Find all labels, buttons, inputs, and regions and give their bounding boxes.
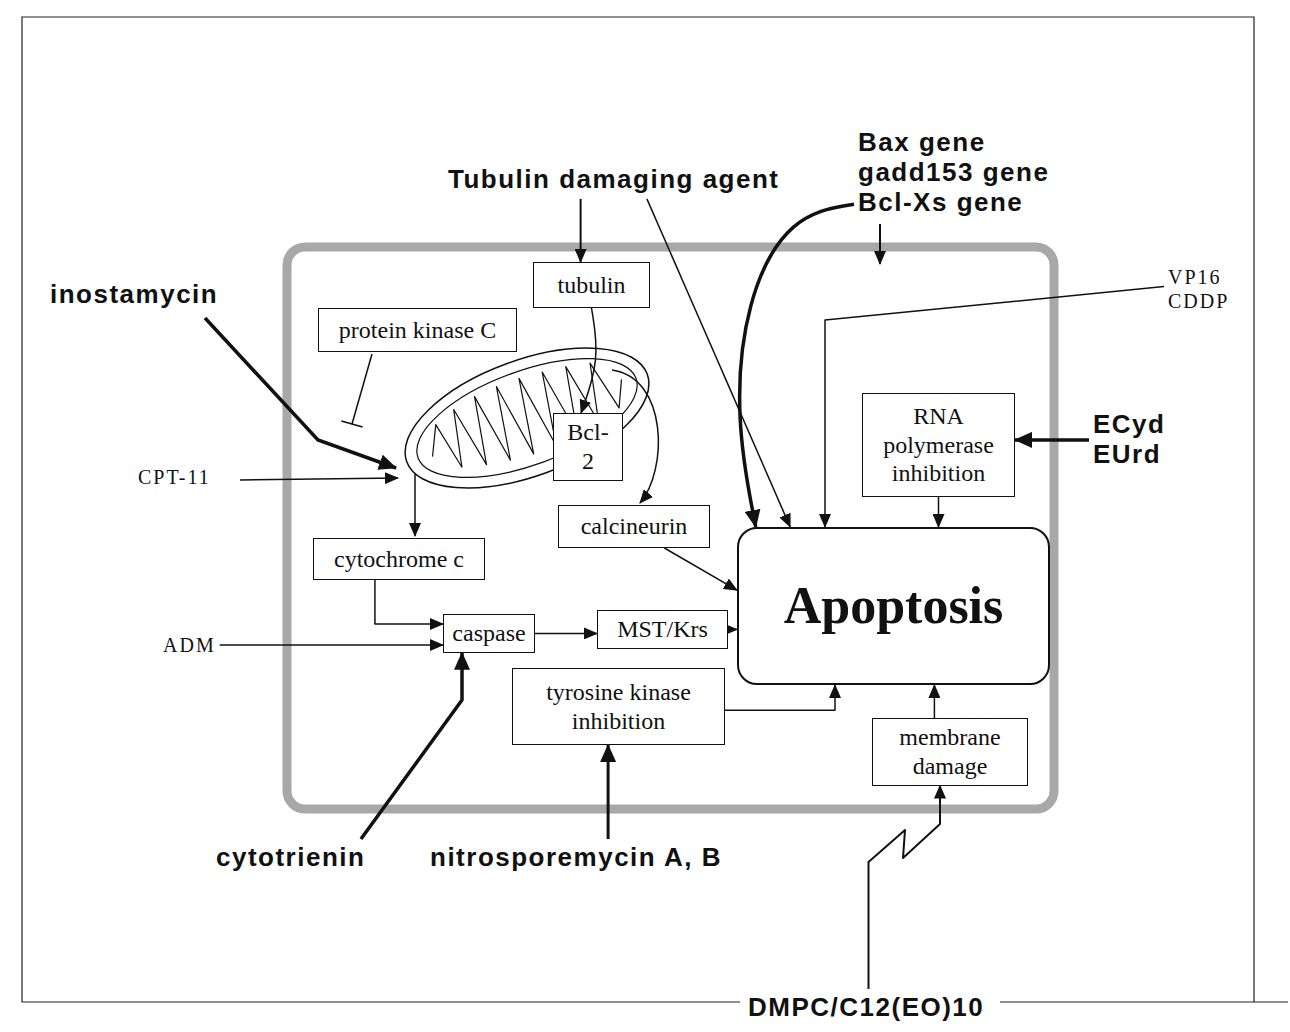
outcome-box: Apoptosis	[737, 527, 1050, 685]
arrow-connector	[664, 548, 737, 590]
node-text: calcineurin	[581, 512, 688, 541]
node-text: RNA polymerase inhibition	[871, 402, 1006, 488]
mitochondrion-outer	[387, 320, 667, 517]
node-text: MST/Krs	[617, 615, 708, 644]
agent-label: DMPC/C12(EO)10	[748, 993, 984, 1023]
mitochondrion	[387, 320, 667, 517]
process-box: cytochrome c	[313, 538, 485, 580]
node-text: Bax gene gadd153 gene Bcl-Xs gene	[858, 128, 1068, 218]
agent-label: ADM	[163, 633, 216, 657]
agent-label: Bax gene gadd153 gene Bcl-Xs gene	[858, 128, 1068, 218]
agent-label: inostamycin	[50, 280, 218, 310]
node-text: membrane damage	[881, 723, 1019, 781]
process-box: MST/Krs	[597, 610, 728, 649]
node-text: protein kinase C	[339, 316, 496, 345]
agent-label: Tubulin damaging agent	[448, 165, 780, 195]
process-box: protein kinase C	[318, 308, 517, 352]
node-text: inostamycin	[50, 280, 218, 310]
arrow-connector	[869, 786, 940, 989]
arrow-connector	[535, 633, 597, 635]
node-text: Bcl-2	[562, 418, 614, 476]
node-text: nitrosporemycin A, B	[430, 843, 722, 873]
process-box: membrane damage	[872, 718, 1028, 786]
arrow-connector	[825, 287, 1164, 527]
node-text: Apoptosis	[784, 577, 1004, 634]
arrow-connector	[938, 497, 940, 527]
node-text: DMPC/C12(EO)10	[748, 993, 984, 1023]
node-text: caspase	[452, 619, 525, 648]
arrow-connector	[581, 308, 596, 413]
agent-label: cytotrienin	[216, 843, 365, 873]
agent-label: ECyd EUrd	[1093, 410, 1178, 470]
figure-frame	[1000, 1001, 1288, 1002]
leader-arrow	[240, 478, 398, 480]
process-box: Bcl-2	[553, 413, 623, 481]
agent-label: CPT-11	[138, 465, 211, 489]
node-text: tubulin	[557, 271, 625, 300]
inhibition-bar	[341, 421, 362, 427]
node-text: CPT-11	[138, 465, 211, 489]
node-text: ADM	[163, 633, 216, 657]
leader-arrow	[414, 474, 416, 536]
process-box: caspase	[443, 614, 535, 653]
arrow-connector	[647, 199, 790, 527]
arrow-connector	[607, 745, 610, 839]
leader-arrow	[205, 318, 396, 468]
arrow-connector	[580, 199, 582, 262]
arrow-connector	[728, 629, 737, 631]
node-text: ECyd EUrd	[1093, 410, 1178, 470]
node-text: cytotrienin	[216, 843, 365, 873]
process-box: RNA polymerase inhibition	[862, 393, 1015, 497]
arrow-connector	[375, 580, 443, 624]
mitochondrion-inner	[402, 334, 652, 502]
agent-label: nitrosporemycin A, B	[430, 843, 722, 873]
process-box: calcineurin	[558, 505, 710, 548]
arrow-connector	[740, 204, 854, 527]
leader-arrow	[612, 370, 658, 503]
figure-frame	[22, 17, 1254, 1002]
arrow-connector	[1015, 438, 1089, 442]
process-box: tubulin	[533, 262, 650, 308]
node-text: Tubulin damaging agent	[448, 165, 780, 195]
agent-label: VP16 CDDP	[1168, 265, 1243, 313]
arrow-connector	[220, 644, 443, 646]
arrow-connector	[725, 685, 835, 710]
node-text: VP16 CDDP	[1168, 265, 1243, 313]
arrow-connector	[934, 685, 936, 718]
arrow-connector	[361, 653, 462, 839]
node-text: tyrosine kinase inhibition	[521, 678, 716, 736]
inhibition-line	[352, 354, 372, 424]
cristae	[417, 346, 635, 487]
leader-arrow	[879, 224, 881, 264]
process-box: tyrosine kinase inhibition	[512, 668, 725, 745]
cell-outline	[287, 247, 1054, 809]
node-text: cytochrome c	[334, 545, 464, 574]
